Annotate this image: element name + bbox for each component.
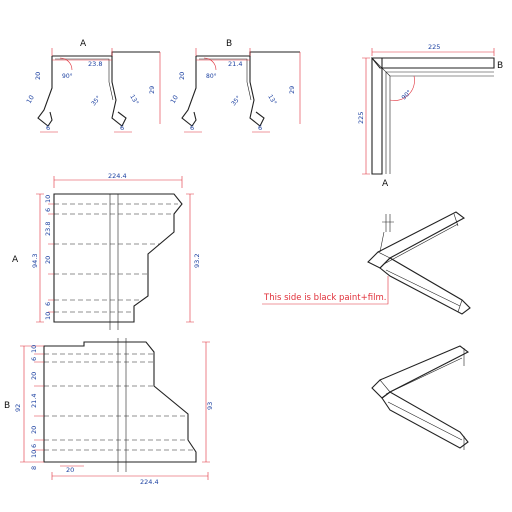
profile-a-outer-angle: 13° — [128, 94, 139, 107]
side-a-right-dim: 93.2 — [193, 254, 201, 268]
side-b-outline — [43, 341, 197, 463]
profile-a-dimlines — [40, 48, 161, 133]
iso-top-inner-lines — [377, 213, 463, 313]
corner-arc — [389, 75, 415, 101]
side-b-seg-1: 6 — [30, 357, 38, 361]
corner-label-b: B — [497, 61, 503, 71]
corner-height-dim: 225 — [357, 112, 365, 124]
profile-a-base-dim: 6 — [46, 124, 50, 132]
paint-film-note: This side is black paint+film. — [262, 276, 389, 305]
corner-width-dim: 225 — [428, 43, 440, 51]
profile-b-inner — [199, 58, 252, 101]
profile-b-left — [181, 56, 197, 127]
corner-frame: 225 225 90° A B — [357, 43, 503, 189]
profile-b-height-dim: 29 — [288, 86, 296, 94]
profile-b: B 21.4 20 10 6 6 29 80° 35° 13° — [169, 39, 301, 133]
profile-b-right-dim: 6 — [258, 124, 262, 132]
side-b-bottom-step-dim: 20 — [66, 466, 74, 474]
profile-a-top-dim: 23.8 — [88, 60, 102, 68]
side-a-overall-dim: 94.3 — [31, 254, 39, 268]
side-b-hidden-lines — [44, 353, 196, 451]
side-a-dimlines — [36, 176, 194, 323]
profile-a-left — [37, 56, 53, 127]
iso-bottom-arm-upper — [371, 345, 470, 399]
corner-miter — [371, 57, 391, 77]
side-view-b: B 224.4 92 93 20 10 6 20 21.4 20 6 10 8 — [4, 338, 214, 486]
profile-b-left-dim: 20 — [178, 72, 186, 80]
side-a-cut-lines — [109, 194, 119, 330]
iso-bottom-arm-lower — [381, 391, 469, 449]
profile-b-label: B — [226, 39, 232, 49]
profile-a-corner-angle: 90° — [62, 73, 73, 80]
corner-top-outer — [370, 57, 495, 69]
corner-dimlines — [362, 48, 495, 175]
side-a-width-dim: 224.4 — [108, 172, 127, 180]
profile-b-outer-angle: 13° — [266, 94, 277, 107]
profile-b-dimlines — [184, 48, 301, 133]
side-a-seg-3: 20 — [44, 256, 52, 264]
note-text: This side is black paint+film. — [263, 293, 386, 303]
profile-a-left-dim: 20 — [34, 72, 42, 80]
side-b-cut-lines — [117, 338, 127, 472]
iso-top-arm-lower — [379, 257, 471, 315]
iso-frame-top — [367, 211, 471, 315]
note-leader — [262, 276, 389, 305]
iso-bottom-inner-lines — [379, 348, 465, 450]
profile-b-arc — [203, 57, 217, 71]
side-b-seg-0: 10 — [30, 345, 38, 353]
profile-b-top-dim: 21.4 — [228, 60, 242, 68]
profile-a-label: A — [80, 39, 87, 49]
iso-frame-bottom — [371, 345, 470, 450]
side-b-seg-2: 20 — [30, 372, 38, 380]
profile-a-arc — [59, 57, 73, 71]
profile-a-inner — [55, 58, 114, 101]
side-b-seg-3: 21.4 — [30, 394, 38, 408]
side-b-label: B — [4, 401, 10, 411]
profile-a-inner-angle: 35° — [90, 95, 102, 108]
corner-left-outer — [371, 57, 383, 175]
profile-b-corner-angle: 80° — [206, 73, 217, 80]
profile-b-right — [249, 56, 265, 127]
profile-a-lip-dim: 10 — [25, 94, 36, 105]
side-a-seg-0: 10 — [44, 195, 52, 203]
side-b-width-dim: 224.4 — [140, 478, 159, 486]
profile-a: A 23.8 20 10 6 6 29 90° 35° 13° — [25, 39, 161, 133]
side-b-seg-4: 20 — [30, 426, 38, 434]
corner-label-a: A — [382, 179, 389, 189]
side-a-seg-2: 23.8 — [44, 222, 52, 236]
side-a-hidden-lines — [54, 203, 178, 313]
iso-top-indicator — [379, 214, 394, 253]
corner-inner-lines — [385, 71, 494, 174]
profile-b-top — [196, 51, 300, 57]
profile-b-base-dim: 6 — [190, 124, 194, 132]
corner-angle: 90° — [400, 89, 412, 101]
side-a-seg-5: 10 — [44, 312, 52, 320]
side-b-overall-dim: 92 — [14, 404, 22, 412]
side-a-outline — [53, 193, 183, 323]
side-b-dimlines — [20, 341, 210, 480]
profile-a-right-dim: 6 — [120, 124, 124, 132]
side-a-label: A — [12, 255, 19, 265]
side-b-seg-7: 8 — [30, 466, 38, 470]
side-a-seg-4: 6 — [44, 302, 52, 306]
side-view-a: A 224.4 94.3 93.2 10 6 23.8 20 6 10 — [12, 172, 201, 330]
profile-b-inner-angle: 35° — [230, 95, 242, 108]
profile-a-right — [111, 56, 127, 127]
profile-a-top — [52, 51, 160, 57]
side-b-right-dim: 93 — [206, 402, 214, 410]
side-a-seg-1: 6 — [44, 208, 52, 212]
profile-b-lip-dim: 10 — [169, 94, 180, 105]
profile-a-height-dim: 29 — [148, 86, 156, 94]
side-b-seg-5: 6 — [30, 444, 38, 448]
side-b-seg-6: 10 — [30, 450, 38, 458]
